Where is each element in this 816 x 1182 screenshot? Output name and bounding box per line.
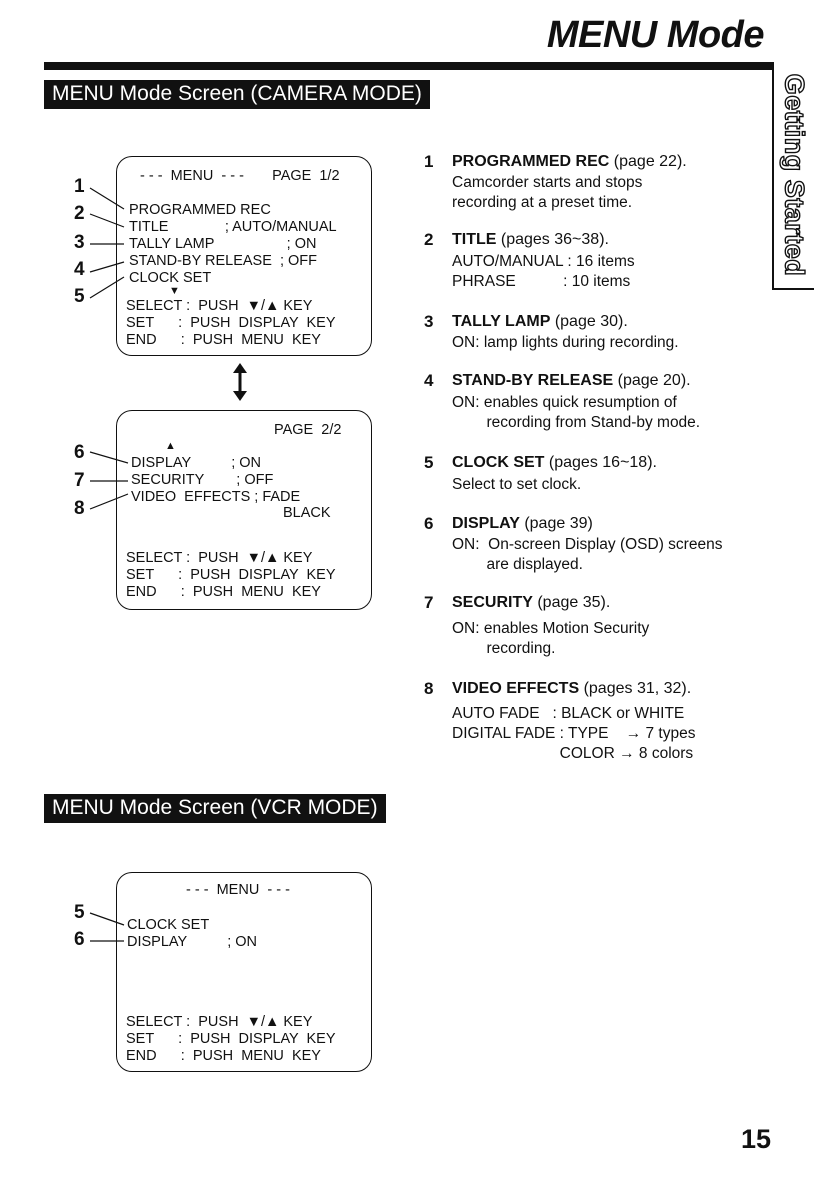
menu-line-clock-set: CLOCK SET <box>129 270 212 286</box>
page-number: 15 <box>741 1124 772 1154</box>
item-4-number: 4 <box>424 371 434 390</box>
menu-line-video-effects: VIDEO EFFECTS ; FADE <box>131 489 301 505</box>
menu-line-tally-lamp: TALLY LAMP ; ON <box>129 236 317 252</box>
item-3-number: 3 <box>424 312 434 331</box>
item-1-number: 1 <box>424 152 434 171</box>
menu-footer-end: END : PUSH MENU KEY <box>126 332 321 348</box>
page-title: MENU Mode <box>546 14 765 56</box>
item-4-description: ON: enables quick resumption of recordin… <box>452 394 701 431</box>
callout-7: 7 <box>74 470 85 491</box>
menu-footer-select: SELECT : PUSH ▼/▲ KEY <box>126 550 313 566</box>
item-2-description: AUTO/MANUAL : 16 items PHRASE : 10 items <box>452 253 635 290</box>
item-4-title: STAND-BY RELEASE (page 20). <box>452 372 691 389</box>
callout-3: 3 <box>74 232 85 253</box>
item-5-title: CLOCK SET (pages 16~18). <box>452 454 657 471</box>
down-arrow-icon: ▼ <box>169 285 180 297</box>
callout-2: 2 <box>74 203 85 224</box>
item-5-description: Select to set clock. <box>452 476 582 493</box>
menu-footer-set: SET : PUSH DISPLAY KEY <box>126 567 336 583</box>
vcr-callout-5: 5 <box>74 902 85 923</box>
menu-footer-select: SELECT : PUSH ▼/▲ KEY <box>126 1014 313 1030</box>
side-tab: Getting Started <box>772 62 814 290</box>
callout-5: 5 <box>74 286 85 307</box>
menu-footer-end: END : PUSH MENU KEY <box>126 1048 321 1064</box>
menu-line-programmed-rec: PROGRAMMED REC <box>129 202 271 218</box>
item-6-number: 6 <box>424 514 434 533</box>
camera-section-heading: MENU Mode Screen (CAMERA MODE) <box>44 80 430 109</box>
item-5-number: 5 <box>424 453 434 472</box>
callout-8: 8 <box>74 498 85 519</box>
item-2-number: 2 <box>424 230 434 249</box>
menu-footer-select: SELECT : PUSH ▼/▲ KEY <box>126 298 313 314</box>
item-6-title: DISPLAY (page 39) <box>452 515 593 532</box>
menu-screen-page2 <box>116 410 372 610</box>
vcr-section-heading: MENU Mode Screen (VCR MODE) <box>44 794 386 823</box>
vcr-menu-line-display: DISPLAY ; ON <box>127 934 258 950</box>
up-down-arrow-icon <box>233 363 247 401</box>
menu-line-security: SECURITY ; OFF <box>131 472 274 488</box>
item-7-description: ON: enables Motion Security recording. <box>452 620 650 657</box>
vcr-menu-header: - - - MENU - - - <box>186 882 290 898</box>
menu-line-fade-black: BLACK <box>283 505 331 521</box>
menu-line-standby-release: STAND-BY RELEASE ; OFF <box>129 253 318 269</box>
callout-1: 1 <box>74 176 85 197</box>
item-1-description: Camcorder starts and stops recording at … <box>452 174 643 211</box>
menu-page1-header: - - - MENU - - - PAGE 1/2 <box>140 168 340 184</box>
vcr-callout-6: 6 <box>74 929 85 950</box>
menu-footer-set: SET : PUSH DISPLAY KEY <box>126 1031 336 1047</box>
menu-footer-end: END : PUSH MENU KEY <box>126 584 321 600</box>
menu-line-display: DISPLAY ; ON <box>131 455 262 471</box>
item-8-description: AUTO FADE : BLACK or WHITE DIGITAL FADE … <box>452 705 696 762</box>
callout-4: 4 <box>74 259 85 280</box>
menu-screen-page1 <box>116 156 372 356</box>
callout-6: 6 <box>74 442 85 463</box>
item-2-title: TITLE (pages 36~38). <box>452 231 609 248</box>
item-8-title: VIDEO EFFECTS (pages 31, 32). <box>452 680 692 697</box>
item-1-title: PROGRAMMED REC (page 22). <box>452 153 687 170</box>
item-8-number: 8 <box>424 679 434 698</box>
vcr-menu-line-clock-set: CLOCK SET <box>127 917 210 933</box>
item-3-description: ON: lamp lights during recording. <box>452 334 679 351</box>
up-arrow-icon: ▲ <box>165 440 176 452</box>
item-3-title: TALLY LAMP (page 30). <box>452 313 628 330</box>
menu-footer-set: SET : PUSH DISPLAY KEY <box>126 315 336 331</box>
menu-line-title: TITLE ; AUTO/MANUAL <box>129 219 337 235</box>
item-7-number: 7 <box>424 593 434 612</box>
item-6-description: ON: On-screen Display (OSD) screens are … <box>452 536 723 573</box>
menu-screen-vcr <box>116 872 372 1072</box>
item-7-title: SECURITY (page 35). <box>452 594 611 611</box>
menu-page2-header: PAGE 2/2 <box>274 422 342 438</box>
title-rule <box>44 62 776 70</box>
